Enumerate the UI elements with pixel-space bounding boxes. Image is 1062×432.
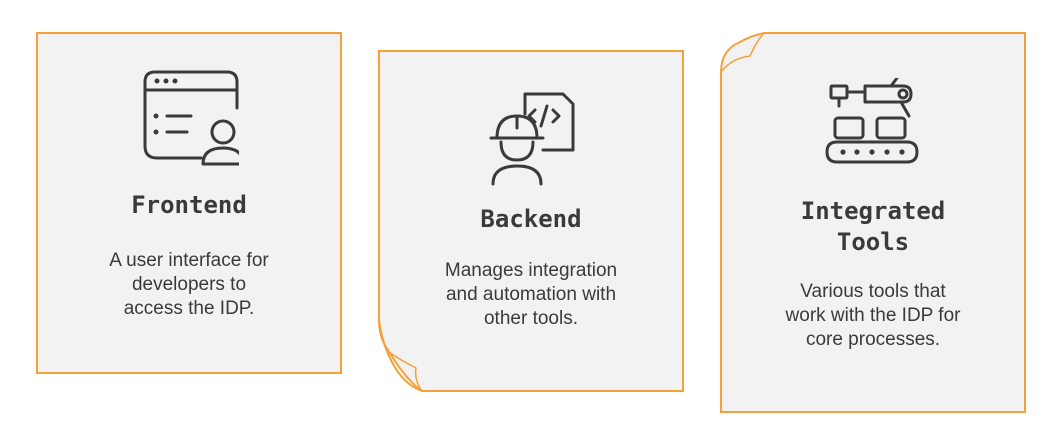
card-description: Various tools that work with the IDP for… [785, 281, 961, 350]
developer-code-icon [489, 92, 575, 186]
card-description: Manages integration and automation with … [444, 260, 618, 329]
card-frame [720, 32, 1026, 413]
card-frame [36, 32, 342, 374]
card-integrated-tools: Integrated Tools Various tools that work… [720, 32, 1026, 413]
card-title: Backend [480, 205, 582, 233]
card-title: Frontend [131, 191, 247, 219]
card-backend: Backend Manages integration and automati… [378, 50, 684, 392]
card-frontend: Frontend A user interface for developers… [36, 32, 342, 374]
card-title: Integrated Tools [800, 197, 946, 256]
robot-arm-conveyor-icon [825, 78, 919, 164]
card-frame [378, 50, 684, 392]
card-description: A user interface for developers to acces… [109, 250, 269, 319]
browser-user-icon [143, 70, 239, 166]
